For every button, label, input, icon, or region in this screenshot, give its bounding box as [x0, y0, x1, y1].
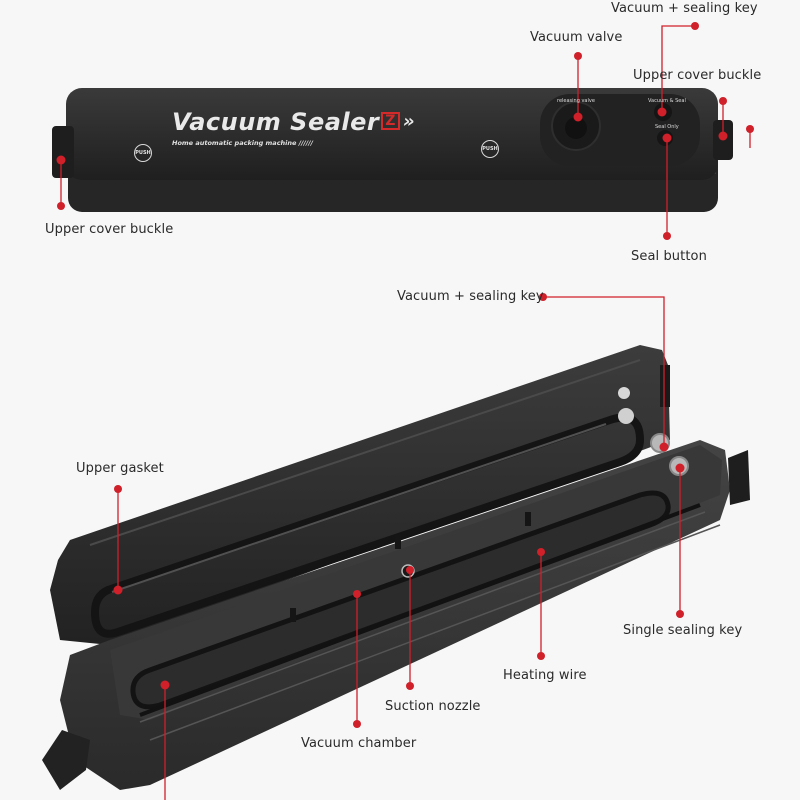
callout-suction-nozzle: Suction nozzle — [385, 699, 481, 714]
callout-markers — [56, 22, 754, 800]
open-sealer — [42, 345, 750, 790]
push-button-left: PUSH — [134, 144, 152, 162]
callout-upper-cover-buckle-left: Upper cover buckle — [45, 222, 174, 237]
chevron-icon: » — [402, 111, 416, 132]
callout-vacuum-sealing-key-bottom: Vacuum + sealing key — [397, 289, 544, 304]
panel-valve-text: releasing valve — [557, 98, 595, 104]
brand-badge: Z — [381, 112, 400, 130]
callout-single-sealing-key: Single sealing key — [623, 623, 743, 638]
callout-heating-wire: Heating wire — [503, 668, 587, 683]
brand-tagline: Home automatic packing machine ////// — [172, 139, 313, 147]
callout-vacuum-chamber: Vacuum chamber — [301, 736, 417, 751]
callout-seal-button: Seal button — [631, 249, 707, 264]
callout-upper-cover-buckle-right: Upper cover buckle — [633, 68, 762, 83]
callout-upper-gasket: Upper gasket — [76, 461, 164, 476]
brand-name: Vacuum Sealer — [172, 108, 380, 136]
panel-seal-text: Seal Only — [655, 124, 679, 130]
closed-sealer — [52, 88, 733, 212]
callout-vacuum-valve: Vacuum valve — [530, 30, 623, 45]
panel-vacuum-text: Vacuum & Seal — [648, 98, 686, 104]
callout-vacuum-sealing-key-top: Vacuum + sealing key — [611, 1, 758, 16]
push-button-right: PUSH — [481, 140, 499, 158]
